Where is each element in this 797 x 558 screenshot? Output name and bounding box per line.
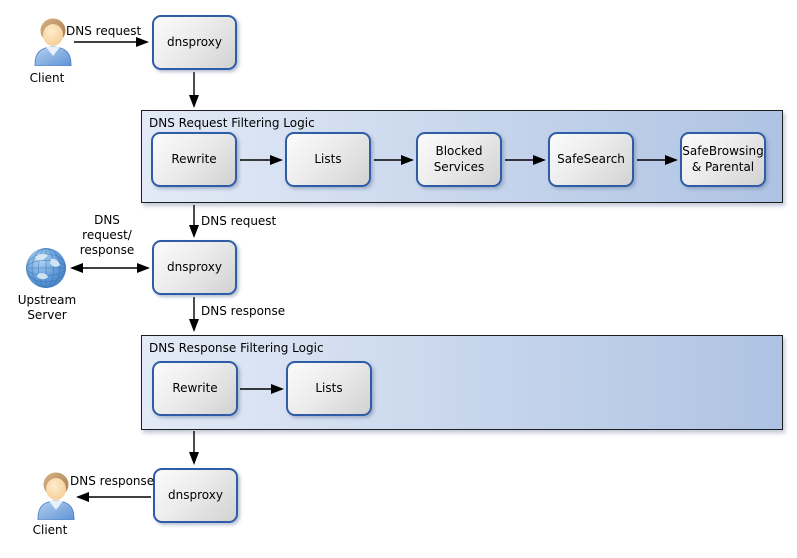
step-label: SafeBrowsing & Parental [682, 143, 764, 174]
step-label: Rewrite [171, 151, 217, 166]
step-label: Lists [315, 380, 343, 395]
upstream-server-label: Upstream Server [17, 293, 77, 322]
step-safebrowsing-parental: SafeBrowsing & Parental [680, 132, 766, 187]
client-icon [33, 17, 73, 69]
step-label: Blocked Services [433, 143, 485, 174]
edge-label-dns-request-top: DNS request [66, 24, 142, 38]
edge-label-dns-response-middle: DNS response [201, 304, 286, 318]
node-label: dnsproxy [168, 487, 223, 502]
upstream-server-icon [25, 247, 67, 292]
step-label: Lists [314, 151, 342, 166]
step-blocked-services: Blocked Services [416, 132, 502, 187]
step-safesearch: SafeSearch [548, 132, 634, 187]
node-label: dnsproxy [167, 259, 222, 274]
edge-label-dns-response-bottom: DNS response [70, 474, 155, 488]
edge-label-dns-request-response: DNS request/ response [79, 213, 135, 257]
node-dnsproxy-top: dnsproxy [152, 15, 237, 70]
step-label: Rewrite [172, 380, 218, 395]
response-filtering-container: DNS Response Filtering Logic Rewrite Lis… [141, 335, 783, 430]
step-lists-response: Lists [286, 361, 372, 416]
step-label: SafeSearch [557, 151, 625, 166]
step-rewrite-response: Rewrite [152, 361, 238, 416]
request-filtering-title: DNS Request Filtering Logic [149, 116, 315, 130]
step-rewrite-request: Rewrite [151, 132, 237, 187]
node-dnsproxy-middle: dnsproxy [152, 240, 237, 295]
client-icon-bottom [36, 471, 76, 523]
edge-label-dns-request-middle: DNS request [201, 214, 277, 228]
response-filtering-title: DNS Response Filtering Logic [149, 341, 324, 355]
client-label-bottom: Client [32, 523, 68, 537]
node-label: dnsproxy [167, 34, 222, 49]
step-lists-request: Lists [285, 132, 371, 187]
client-label: Client [29, 71, 65, 85]
node-dnsproxy-bottom: dnsproxy [153, 468, 238, 523]
request-filtering-container: DNS Request Filtering Logic Rewrite List… [141, 110, 783, 203]
